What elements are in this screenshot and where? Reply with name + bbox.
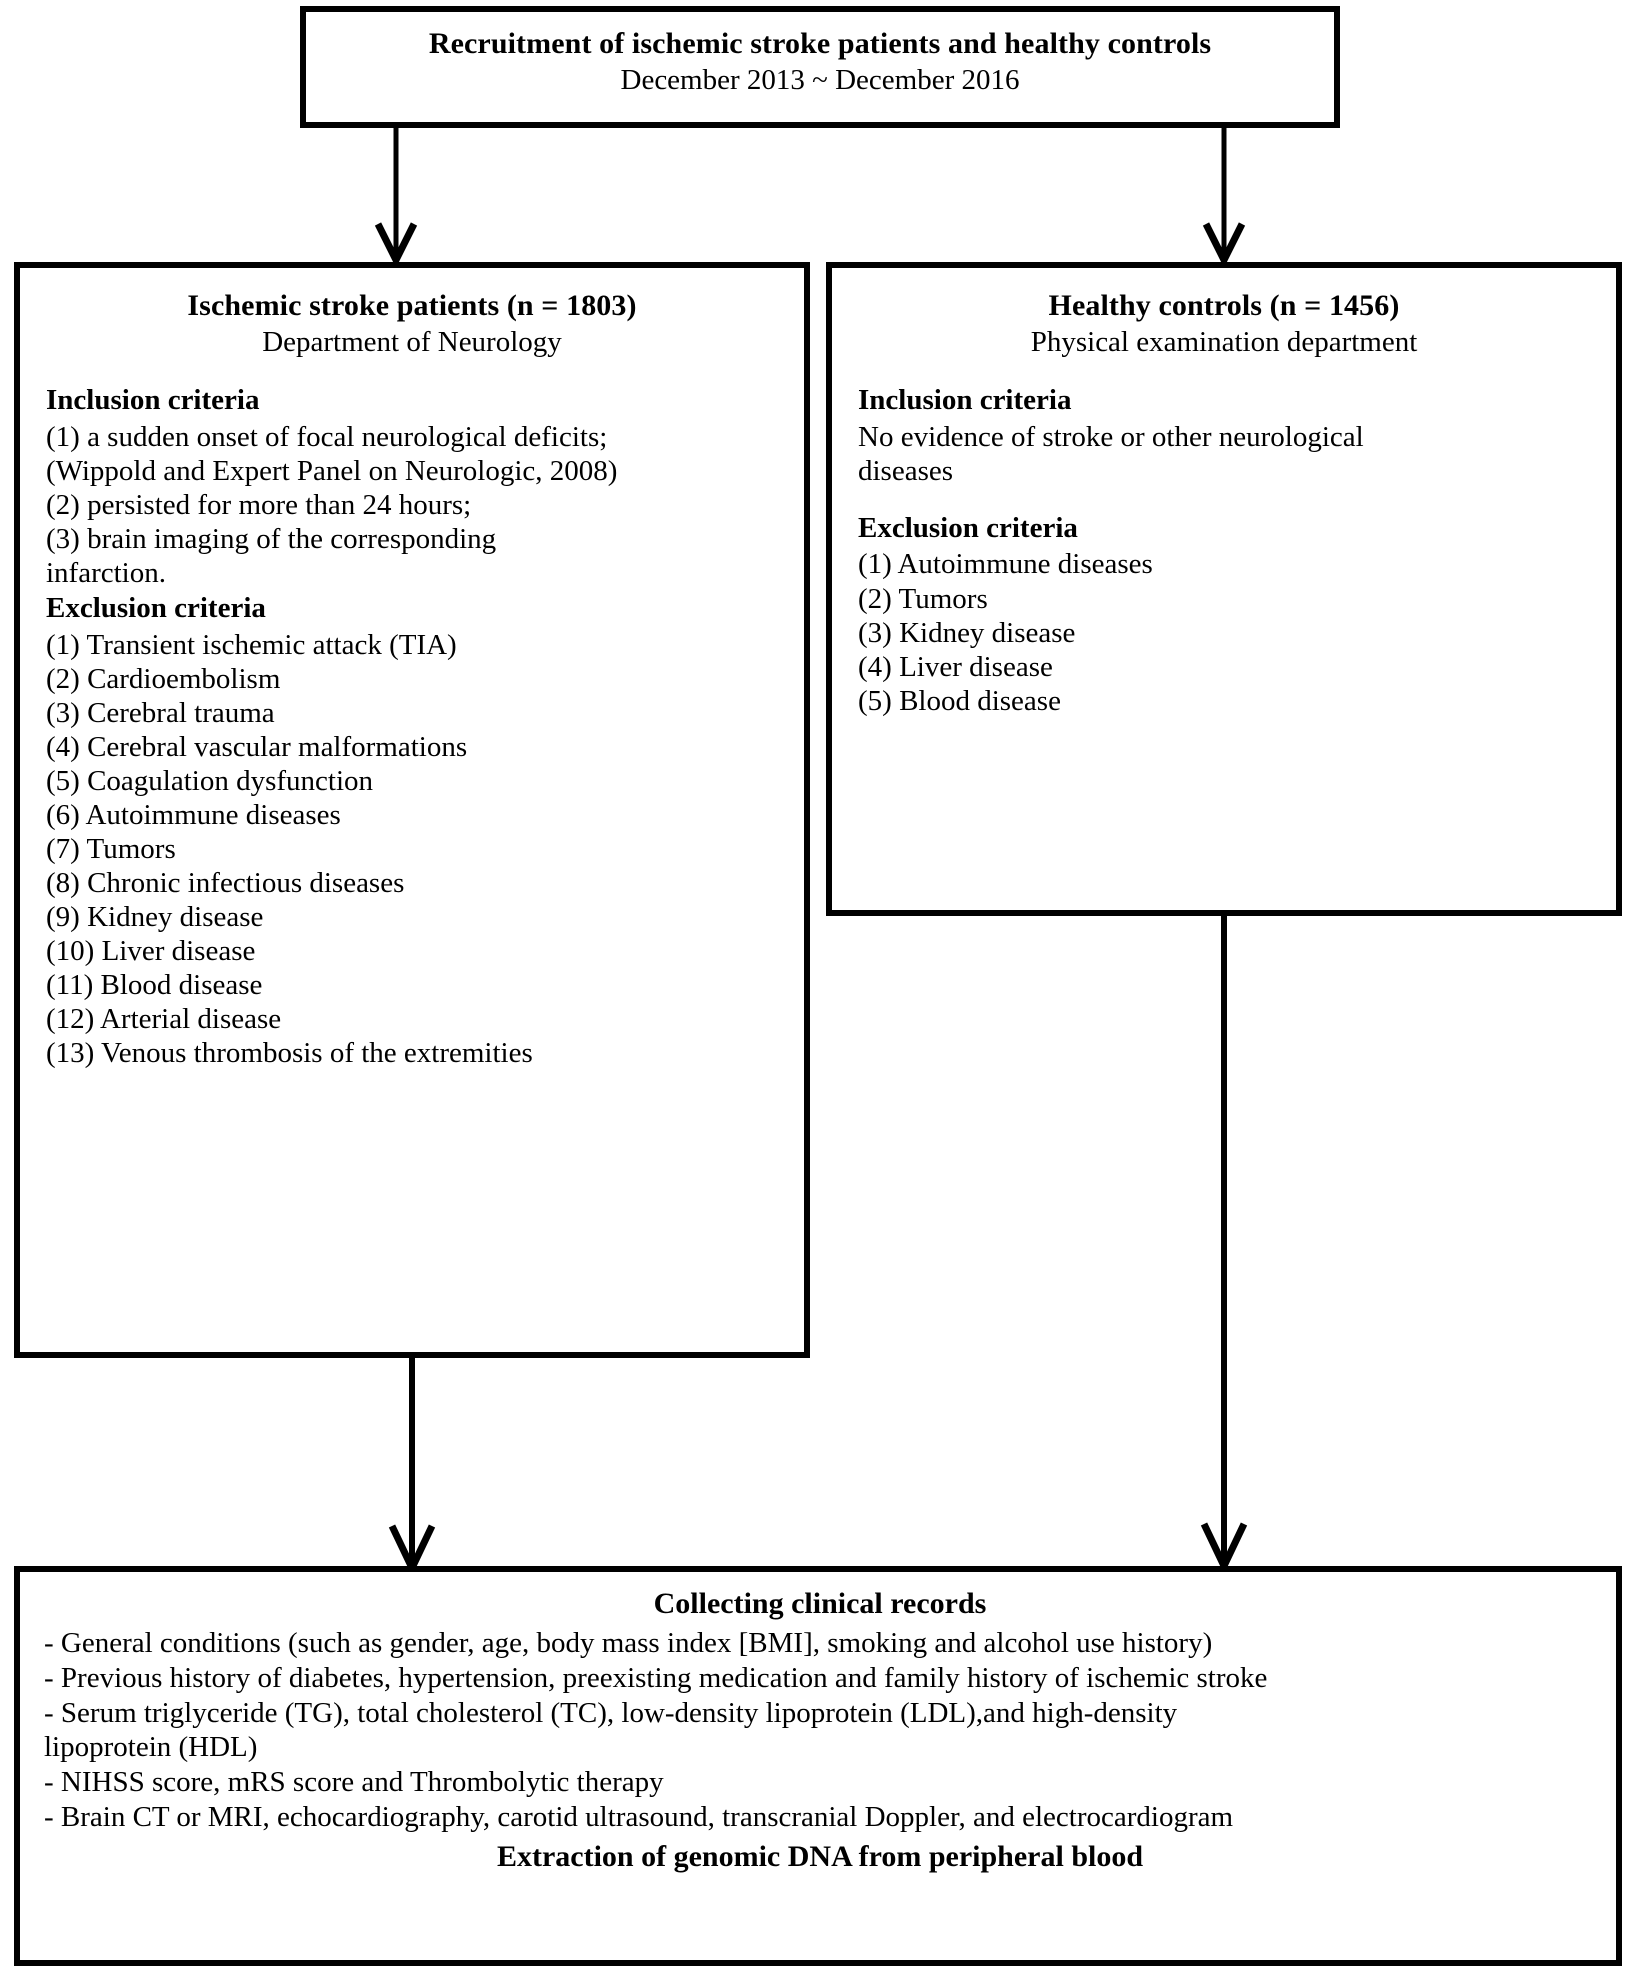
collecting-clinical-records-box: Collecting clinical records - General co… xyxy=(14,1566,1622,1966)
right-inclusion-label: Inclusion criteria xyxy=(858,383,1072,416)
healthy-controls-box: Healthy controls (n = 1456) Physical exa… xyxy=(826,262,1622,916)
right-inclusion-item: diseases xyxy=(858,454,954,487)
bottom-box-item: - NIHSS score, mRS score and Thrombolyti… xyxy=(44,1766,664,1799)
right-box-heading: Healthy controls (n = 1456) xyxy=(1048,289,1400,322)
connector-top-to-left xyxy=(374,128,418,268)
right-exclusion-item: (4) Liver disease xyxy=(858,650,1053,683)
recruitment-period: December 2013 ~ December 2016 xyxy=(620,63,1020,96)
right-exclusion-item: (2) Tumors xyxy=(858,582,988,615)
bottom-box-item: - Previous history of diabetes, hyperten… xyxy=(44,1661,1268,1694)
bottom-box-item: lipoprotein (HDL) xyxy=(44,1731,258,1764)
left-exclusion-item: (13) Venous thrombosis of the extremitie… xyxy=(46,1037,533,1070)
left-exclusion-item: (4) Cerebral vascular malformations xyxy=(46,730,468,763)
recruitment-box: Recruitment of ischemic stroke patients … xyxy=(300,6,1340,128)
bottom-box-title: Collecting clinical records xyxy=(653,1587,987,1620)
right-exclusion-item: (3) Kidney disease xyxy=(858,616,1076,649)
left-inclusion-item: (3) brain imaging of the corresponding xyxy=(46,522,497,555)
left-inclusion-item: infarction. xyxy=(46,556,166,589)
left-inclusion-item: (2) persisted for more than 24 hours; xyxy=(46,488,472,521)
left-exclusion-item: (2) Cardioembolism xyxy=(46,662,281,695)
bottom-box-item: - General conditions (such as gender, ag… xyxy=(44,1627,1213,1659)
left-exclusion-item: (10) Liver disease xyxy=(46,935,256,968)
left-inclusion-label: Inclusion criteria xyxy=(46,383,260,416)
left-exclusion-item: (6) Autoimmune diseases xyxy=(46,798,341,831)
left-exclusion-label: Exclusion criteria xyxy=(46,591,266,624)
right-exclusion-item: (5) Blood disease xyxy=(858,684,1061,717)
left-exclusion-item: (8) Chronic infectious diseases xyxy=(46,867,405,900)
right-exclusion-item: (1) Autoimmune diseases xyxy=(858,548,1153,581)
left-exclusion-item: (1) Transient ischemic attack (TIA) xyxy=(46,628,457,661)
right-inclusion-item: No evidence of stroke or other neurologi… xyxy=(858,420,1364,453)
left-exclusion-item: (9) Kidney disease xyxy=(46,901,264,934)
connector-top-to-right xyxy=(1202,128,1246,268)
left-box-subheading: Department of Neurology xyxy=(262,325,562,358)
connector-right-to-bottom xyxy=(1200,916,1248,1575)
left-exclusion-item: (11) Blood disease xyxy=(46,969,263,1002)
bottom-box-item: - Brain CT or MRI, echocardiography, car… xyxy=(44,1800,1234,1833)
left-box-heading: Ischemic stroke patients (n = 1803) xyxy=(187,289,637,322)
left-inclusion-item: (Wippold and Expert Panel on Neurologic,… xyxy=(46,454,618,487)
left-exclusion-item: (7) Tumors xyxy=(46,833,176,866)
right-box-subheading: Physical examination department xyxy=(1030,325,1418,358)
left-exclusion-item: (3) Cerebral trauma xyxy=(46,696,275,729)
left-inclusion-item: (1) a sudden onset of focal neurological… xyxy=(46,420,608,453)
ischemic-stroke-patients-box: Ischemic stroke patients (n = 1803) Depa… xyxy=(14,262,810,1358)
left-exclusion-item: (12) Arterial disease xyxy=(46,1003,282,1036)
recruitment-title: Recruitment of ischemic stroke patients … xyxy=(428,27,1212,60)
left-exclusion-item: (5) Coagulation dysfunction xyxy=(46,764,374,797)
right-exclusion-label: Exclusion criteria xyxy=(858,511,1078,544)
bottom-box-footer: Extraction of genomic DNA from periphera… xyxy=(496,1839,1144,1873)
bottom-box-item: - Serum triglyceride (TG), total cholest… xyxy=(44,1696,1178,1729)
